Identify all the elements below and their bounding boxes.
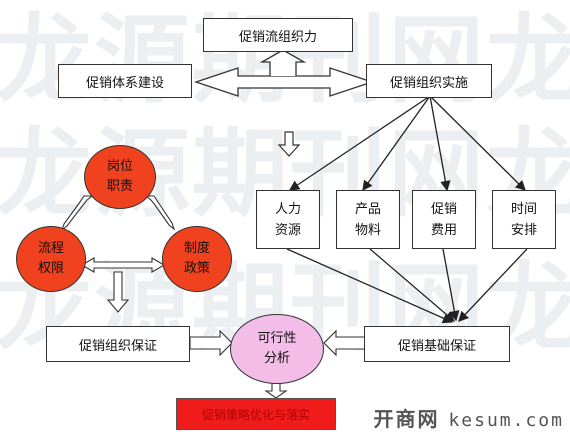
org-implementation-label: 促销组织实施: [389, 75, 468, 91]
fan-line-4: [429, 95, 526, 191]
site-footer-watermark: 开商网 kesum.com: [373, 403, 564, 432]
title-box: 促销流组织力: [203, 18, 353, 52]
triangle-arrow-right: [144, 195, 176, 231]
strategy-optimization-label: 促销策略优化与落实: [201, 407, 310, 422]
resource-line1: 促销: [430, 201, 457, 217]
circle-line1: 制度: [183, 241, 210, 256]
footer-latin: kesum.com: [448, 410, 564, 431]
arrow-to-feasibility: [189, 329, 233, 357]
system-building-label: 促销体系建设: [85, 75, 164, 91]
converge-line-3: [442, 248, 460, 322]
basic-guarantee-box: 促销基础保证: [364, 326, 510, 362]
title-label: 促销流组织力: [238, 29, 317, 45]
resource-line1: 人力: [274, 201, 301, 217]
circle-policy: 制度政策: [162, 226, 232, 292]
down-to-org-guarantee: [106, 271, 130, 313]
circle-line2: 职责: [106, 179, 133, 194]
arrow-to-red-bar: [264, 381, 288, 399]
resource-line2: 费用: [430, 222, 457, 238]
hollow-up-arrow: [259, 49, 307, 76]
converge-line-1: [286, 248, 454, 324]
resource-line2: 资源: [274, 222, 301, 238]
org-guarantee-label: 促销组织保证: [78, 338, 157, 354]
feasibility-ellipse: 可行性分析: [230, 314, 324, 384]
feasibility-line1: 可行性: [257, 331, 297, 346]
feasibility-line2: 分析: [263, 351, 290, 366]
system-building-box: 促销体系建设: [58, 64, 192, 98]
triangle-arrow-bottom: [80, 257, 166, 273]
converge-line-2: [369, 248, 455, 322]
resource-box-human: 人力资源: [256, 190, 320, 249]
org-guarantee-box: 促销组织保证: [46, 326, 190, 362]
fan-line-2: [362, 95, 431, 192]
resource-line1: 产品: [354, 201, 381, 217]
arrow-from-basic-guarantee: [323, 329, 367, 357]
circle-process: 流程权限: [16, 226, 86, 292]
resource-box-schedule: 时间安排: [492, 190, 556, 249]
strategy-optimization-bar: 促销策略优化与落实: [176, 398, 336, 430]
circle-line1: 岗位: [106, 159, 133, 174]
circle-line2: 政策: [183, 261, 210, 276]
resource-box-product: 产品物料: [336, 190, 400, 249]
footer-cn: 开商网: [373, 407, 440, 431]
triangle-arrow-left: [60, 195, 94, 232]
resource-line2: 安排: [510, 222, 537, 238]
circle-responsibilities: 岗位职责: [84, 145, 156, 209]
circle-line1: 流程: [37, 241, 64, 256]
resource-line2: 物料: [354, 222, 381, 238]
fan-line-3: [429, 95, 451, 192]
hollow-down-arrow: [277, 131, 301, 157]
org-implementation-box: 促销组织实施: [366, 64, 492, 98]
fan-line-1: [288, 95, 431, 191]
circle-line2: 权限: [37, 261, 64, 276]
converge-line-4: [458, 248, 528, 322]
basic-guarantee-label: 促销基础保证: [397, 338, 476, 354]
resource-line1: 时间: [510, 201, 537, 217]
resource-box-cost: 促销费用: [412, 190, 476, 249]
